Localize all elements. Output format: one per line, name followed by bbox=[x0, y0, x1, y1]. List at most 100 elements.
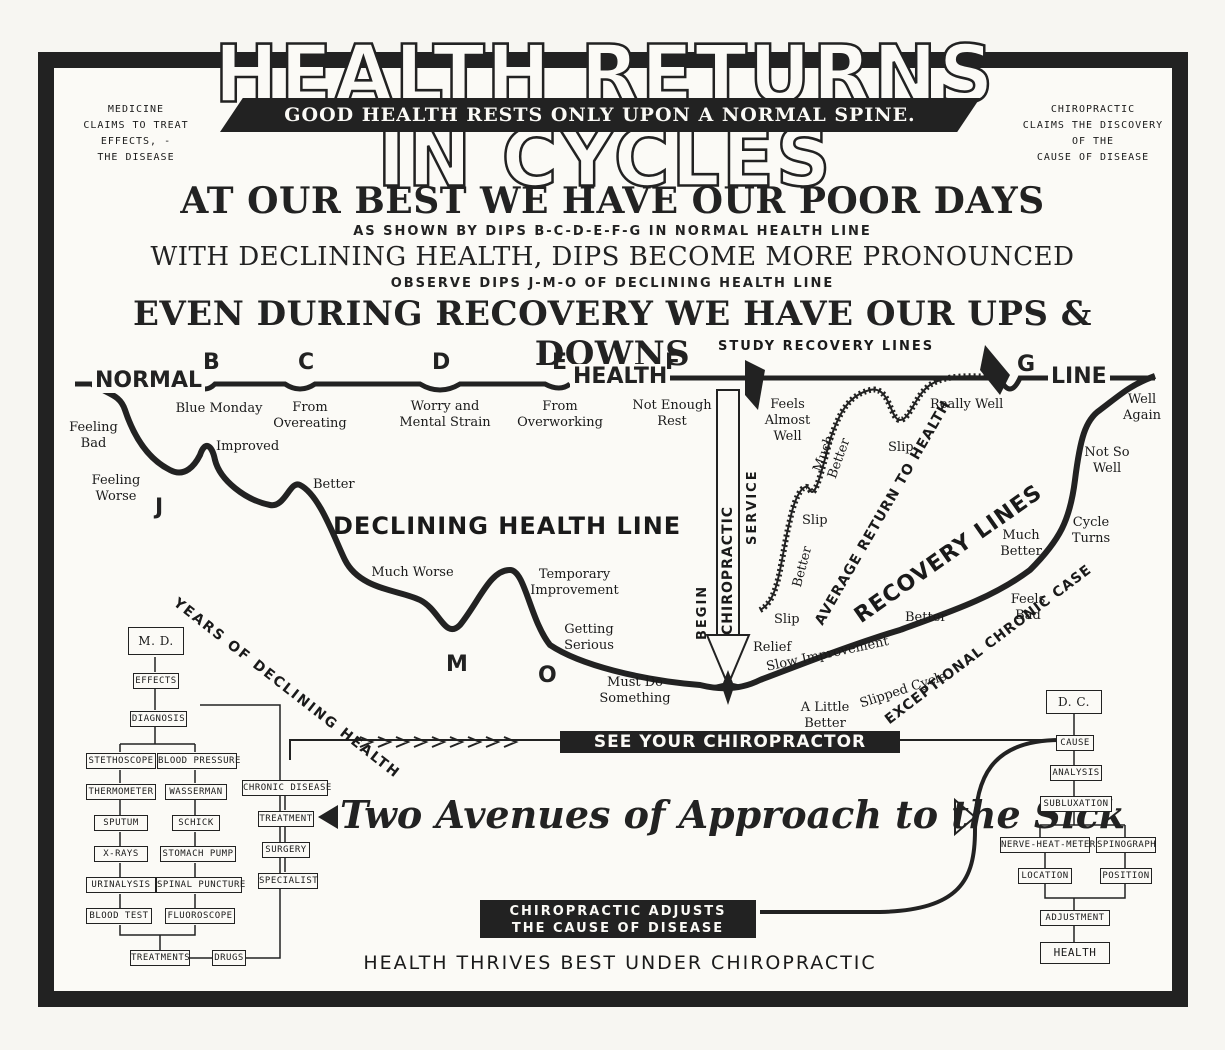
left-pointer-icon bbox=[318, 805, 338, 829]
label-slip-mid: Slip bbox=[802, 513, 828, 528]
chiropractic-arrow-label: CHIROPRACTIC bbox=[720, 505, 736, 635]
md-diagnosis: DIAGNOSIS bbox=[130, 711, 187, 727]
dc-health: HEALTH bbox=[1040, 942, 1110, 964]
service-label: SERVICE bbox=[745, 469, 760, 545]
md-specialist: SPECIALIST bbox=[258, 873, 318, 889]
md-right-1: BLOOD PRESSURE bbox=[157, 753, 240, 769]
line-label: LINE bbox=[1048, 364, 1110, 389]
dc-cause: CAUSE bbox=[1056, 735, 1094, 751]
chiropractic-note-line: CHIROPRACTIC bbox=[1050, 104, 1136, 115]
label-much-worse: Much Worse bbox=[371, 565, 454, 580]
label-not-so-well: Not So Well bbox=[1084, 445, 1130, 476]
md-flow-lines bbox=[119, 657, 286, 959]
adjusts-line: CHIROPRACTIC ADJUSTS bbox=[509, 904, 727, 919]
label-must-do-something: Must Do Something bbox=[599, 675, 671, 706]
md-effects: EFFECTS bbox=[133, 673, 179, 689]
md-treatment: TREATMENT bbox=[258, 811, 314, 827]
chiropractic-arrow-head bbox=[705, 634, 751, 688]
label-cycle-turns: Cycle Turns bbox=[1071, 515, 1111, 546]
study-recovery-label: STUDY RECOVERY LINES bbox=[718, 339, 935, 354]
normal-label: NORMAL bbox=[92, 368, 205, 393]
headline-recovery: EVEN DURING RECOVERY WE HAVE OUR UPS & D… bbox=[133, 294, 1092, 374]
medicine-note: MEDICINE CLAIMS TO TREAT EFFECTS, - THE … bbox=[72, 102, 200, 166]
label-feels-almost-well: Feels Almost Well bbox=[764, 397, 811, 444]
md-left-3: SPUTUM bbox=[94, 815, 148, 831]
sub-dips-normal: AS SHOWN BY DIPS B-C-D-E-F-G IN NORMAL H… bbox=[353, 224, 872, 239]
dc-spinograph: SPINOGRAPH bbox=[1096, 837, 1156, 853]
md-left-4: X-RAYS bbox=[94, 846, 148, 862]
dip-letter-g: G bbox=[1017, 352, 1036, 377]
label-better-low: Better bbox=[905, 610, 947, 625]
md-left-1: STETHOSCOPE bbox=[86, 753, 156, 769]
label-well-again: Well Again bbox=[1123, 392, 1161, 423]
label-getting-serious: Getting Serious bbox=[564, 622, 614, 653]
md-left-5: URINALYSIS bbox=[86, 877, 156, 893]
md-chronic-disease: CHRONIC DISEASE bbox=[242, 780, 331, 796]
dc-nerve-heat-meter: NERVE-HEAT-METER bbox=[1000, 837, 1095, 853]
md-right-4: STOMACH PUMP bbox=[160, 846, 236, 862]
label-overworking: From Overworking bbox=[517, 399, 603, 430]
md-box: M. D. bbox=[128, 627, 184, 655]
begin-label: BEGIN bbox=[695, 584, 710, 640]
label-improved: Improved bbox=[216, 439, 280, 454]
declining-health-line bbox=[90, 373, 1157, 692]
two-avenues-title: Two Avenues of Approach to the Sick bbox=[340, 792, 1126, 837]
chiropractic-note-line: CAUSE OF DISEASE bbox=[1036, 152, 1150, 163]
medicine-note-line: THE DISEASE bbox=[97, 152, 175, 163]
label-slip-top: Slip bbox=[888, 440, 914, 455]
label-blue-monday: Blue Monday bbox=[175, 401, 263, 416]
md-right-2: WASSERMAN bbox=[165, 784, 227, 800]
ribbon-banner: GOOD HEALTH RESTS ONLY UPON A NORMAL SPI… bbox=[220, 98, 980, 132]
label-slip-low: Slip bbox=[774, 612, 800, 627]
dc-position: POSITION bbox=[1100, 868, 1152, 884]
md-left-6: BLOOD TEST bbox=[86, 908, 152, 924]
normal-health-line bbox=[75, 381, 572, 393]
md-right-6: FLUOROSCOPE bbox=[165, 908, 235, 924]
md-treatments: TREATMENTS bbox=[130, 950, 190, 966]
chevron-arrow-row bbox=[359, 736, 519, 748]
dip-letter-c: C bbox=[298, 350, 315, 375]
see-your-chiropractor: SEE YOUR CHIROPRACTOR bbox=[560, 731, 900, 753]
dc-location: LOCATION bbox=[1018, 868, 1072, 884]
dc-flow-lines bbox=[1039, 713, 1126, 942]
md-left-2: THERMOMETER bbox=[86, 784, 156, 800]
recovery-line-core bbox=[759, 375, 1001, 611]
label-temporary-improvement: Temporary Improvement bbox=[530, 567, 619, 598]
label-relief: Relief bbox=[753, 640, 792, 655]
dc-box: D. C. bbox=[1046, 690, 1102, 714]
md-surgery: SURGERY bbox=[262, 842, 310, 858]
label-feeling-worse: Feeling Worse bbox=[91, 473, 141, 504]
inner-border bbox=[52, 66, 1174, 993]
dc-subluxation: SUBLUXATION bbox=[1040, 796, 1112, 812]
dip-letter-m: M bbox=[446, 652, 468, 677]
label-feels-bad: Feels Bad bbox=[1010, 592, 1046, 623]
health-label: HEALTH bbox=[570, 364, 671, 389]
md-drugs: DRUGS bbox=[212, 950, 246, 966]
medicine-note-line: CLAIMS TO TREAT bbox=[83, 120, 189, 131]
chiropractic-note-line: CLAIMS THE DISCOVERY bbox=[1022, 120, 1164, 131]
headline-declining: WITH DECLINING HEALTH, DIPS BECOME MORE … bbox=[150, 242, 1075, 272]
label-much-better-right: Much Better bbox=[1000, 528, 1042, 559]
chiropractic-note-line: OF THE bbox=[1071, 136, 1115, 147]
hand-pointer-icon bbox=[745, 360, 765, 410]
label-little-better: A Little Better bbox=[800, 700, 850, 731]
dc-adjustment: ADJUSTMENT bbox=[1040, 910, 1110, 926]
label-overeating: From Overeating bbox=[273, 400, 347, 431]
headline-best-days: AT OUR BEST WE HAVE OUR POOR DAYS bbox=[180, 180, 1045, 222]
label-worry: Worry and Mental Strain bbox=[399, 399, 491, 430]
medicine-note-line: MEDICINE bbox=[107, 104, 165, 115]
dip-letter-f: F bbox=[665, 350, 681, 375]
md-right-5: SPINAL PUNCTURE bbox=[156, 877, 245, 893]
label-feeling-bad: Feeling Bad bbox=[69, 420, 118, 451]
label-better: Better bbox=[313, 477, 355, 492]
declining-health-title: DECLINING HEALTH LINE bbox=[333, 512, 682, 540]
chiropractic-note: CHIROPRACTIC CLAIMS THE DISCOVERY OF THE… bbox=[1018, 102, 1168, 166]
dip-letter-b: B bbox=[203, 350, 220, 375]
dip-letter-d: D bbox=[432, 350, 451, 375]
hand-pointer-icon-right bbox=[980, 345, 1010, 395]
dip-letter-j: J bbox=[155, 495, 164, 520]
dc-analysis: ANALYSIS bbox=[1050, 765, 1102, 781]
sub-dips-declining: OBSERVE DIPS J-M-O OF DECLINING HEALTH L… bbox=[390, 276, 835, 291]
